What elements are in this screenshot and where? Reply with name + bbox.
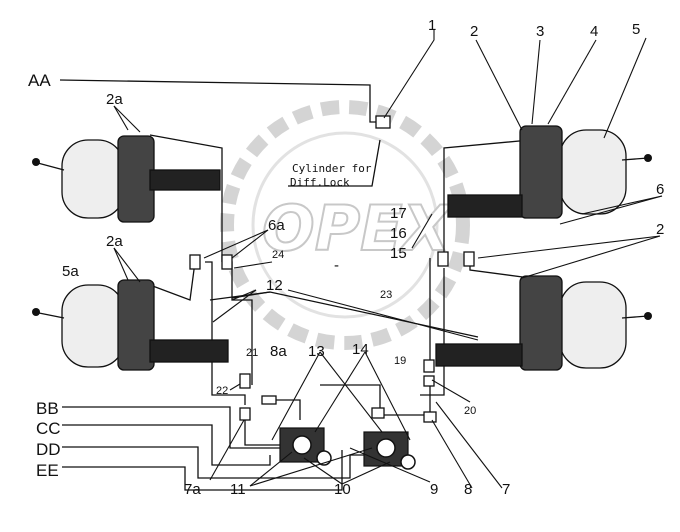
label-8: 8 bbox=[464, 481, 472, 498]
label-22: 22 bbox=[216, 385, 228, 397]
label-16: 16 bbox=[390, 225, 407, 242]
label-13: 13 bbox=[308, 343, 325, 360]
brake-chamber-bottom-left bbox=[32, 279, 229, 371]
leader-lines bbox=[113, 30, 663, 489]
label-dd: DD bbox=[36, 440, 61, 459]
label-2a-mid: 2a bbox=[106, 233, 123, 250]
label-5a: 5a bbox=[62, 263, 79, 280]
label-21: 21 bbox=[246, 347, 258, 359]
label-15: 15 bbox=[390, 245, 407, 262]
label-3: 3 bbox=[536, 23, 544, 40]
caption-line1: Cylinder for bbox=[292, 162, 372, 175]
label-2a-top: 2a bbox=[106, 91, 123, 108]
label-11: 11 bbox=[230, 481, 246, 498]
label-5: 5 bbox=[632, 21, 640, 38]
caption-line2: Diff.Lock bbox=[290, 176, 350, 189]
label-19: 19 bbox=[394, 355, 406, 367]
text-labels: AA BB CC DD EE Cylinder for Diff.Lock 1 … bbox=[28, 17, 664, 498]
label-10: 10 bbox=[334, 481, 351, 498]
relay-valve-right bbox=[363, 431, 416, 470]
label-8a: 8a bbox=[270, 343, 287, 360]
brake-chamber-bottom-right bbox=[435, 275, 652, 371]
label-ee: EE bbox=[36, 461, 59, 480]
label-7a: 7a bbox=[184, 481, 201, 498]
fittings bbox=[189, 115, 475, 423]
diff-lock-cylinder bbox=[375, 115, 391, 129]
label-23: 23 bbox=[380, 289, 392, 301]
brake-chamber-top-right bbox=[447, 125, 652, 219]
label-aa: AA bbox=[28, 71, 51, 90]
label-bb: BB bbox=[36, 399, 59, 418]
label-17: 17 bbox=[390, 205, 407, 222]
label-2-top: 2 bbox=[470, 23, 478, 40]
label-4: 4 bbox=[590, 23, 598, 40]
label-6: 6 bbox=[656, 181, 664, 198]
label-7: 7 bbox=[502, 481, 510, 498]
label-20: 20 bbox=[464, 405, 476, 417]
watermark-text: OPEX bbox=[262, 192, 453, 265]
label-1: 1 bbox=[428, 17, 436, 34]
label-cc: CC bbox=[36, 419, 61, 438]
label-9: 9 bbox=[430, 481, 438, 498]
label-6a: 6a bbox=[268, 217, 285, 234]
brake-chamber-top-left bbox=[32, 135, 221, 223]
label-2-right: 2 bbox=[656, 221, 664, 238]
label-14: 14 bbox=[352, 341, 369, 358]
watermark: OPEX bbox=[220, 100, 470, 350]
label-12: 12 bbox=[266, 277, 283, 294]
label-dash: - bbox=[334, 257, 339, 274]
label-24: 24 bbox=[272, 249, 284, 261]
